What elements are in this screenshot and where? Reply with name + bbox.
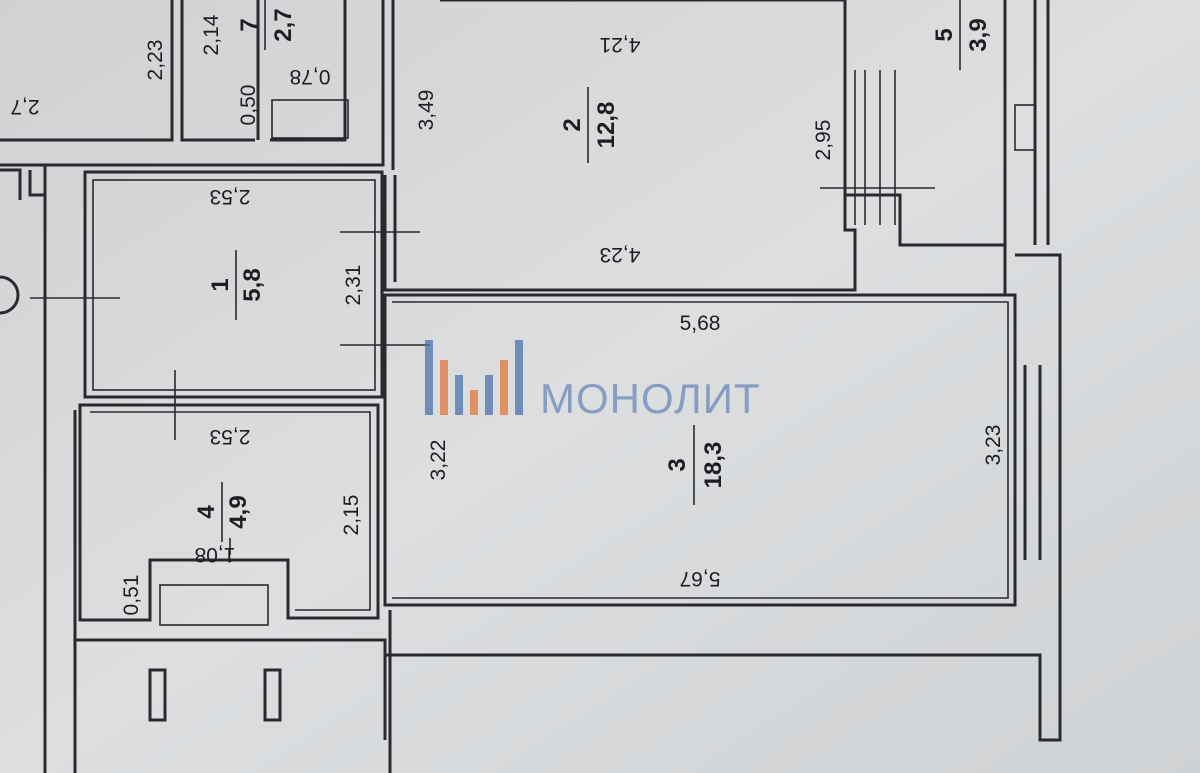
monolit-watermark: МОНОЛИТ	[425, 340, 761, 422]
svg-text:5,67: 5,67	[680, 567, 721, 590]
svg-text:18,3: 18,3	[700, 442, 727, 489]
room-7-label: 7 2,7	[236, 0, 297, 50]
room-1-label: 1 5,8	[207, 250, 266, 320]
svg-text:2,95: 2,95	[812, 120, 835, 161]
room-5-label: 5 3,9	[931, 0, 992, 70]
svg-text:4,21: 4,21	[600, 33, 641, 56]
room-labels: 1 5,8 2 12,8 3 18,3 4 4,9 5 3,9 7 2,7	[193, 0, 992, 542]
svg-text:2,7: 2,7	[10, 95, 39, 118]
room-3-label: 3 18,3	[664, 425, 727, 505]
svg-text:12,8: 12,8	[593, 102, 620, 149]
svg-text:2,53: 2,53	[210, 185, 251, 208]
svg-text:0,78: 0,78	[290, 65, 331, 88]
room-4-label: 4 4,9	[193, 482, 252, 542]
room-2-label: 2 12,8	[559, 87, 620, 163]
svg-text:МОНОЛИТ: МОНОЛИТ	[540, 375, 761, 422]
svg-text:1: 1	[207, 278, 234, 291]
svg-text:2,7: 2,7	[270, 8, 297, 41]
svg-text:0,50: 0,50	[237, 85, 260, 126]
svg-text:2,53: 2,53	[210, 425, 251, 448]
svg-text:2,15: 2,15	[340, 495, 363, 536]
svg-text:5,68: 5,68	[680, 312, 721, 335]
svg-text:3,49: 3,49	[415, 90, 438, 131]
svg-text:5,8: 5,8	[239, 268, 266, 301]
svg-text:0,51: 0,51	[120, 575, 143, 616]
svg-text:2: 2	[559, 118, 586, 131]
svg-text:2,23: 2,23	[144, 40, 167, 81]
svg-text:7: 7	[236, 18, 263, 31]
svg-text:1,08: 1,08	[195, 543, 236, 566]
svg-text:3: 3	[664, 458, 691, 471]
svg-text:3,9: 3,9	[965, 18, 992, 51]
svg-text:4: 4	[193, 505, 220, 519]
svg-text:5: 5	[931, 28, 958, 41]
svg-text:2,31: 2,31	[342, 265, 365, 306]
monolit-logo-icon	[425, 340, 523, 415]
svg-text:3,23: 3,23	[982, 425, 1005, 466]
svg-text:3,22: 3,22	[427, 440, 450, 481]
svg-text:2,14: 2,14	[200, 14, 223, 55]
dimension-labels: 2,23 2,14 0,50 0,78 2,7 3,49 4,21 2,95 4…	[10, 14, 1005, 615]
svg-text:4,23: 4,23	[600, 243, 641, 266]
walls	[0, 0, 1062, 773]
svg-text:4,9: 4,9	[225, 495, 252, 528]
